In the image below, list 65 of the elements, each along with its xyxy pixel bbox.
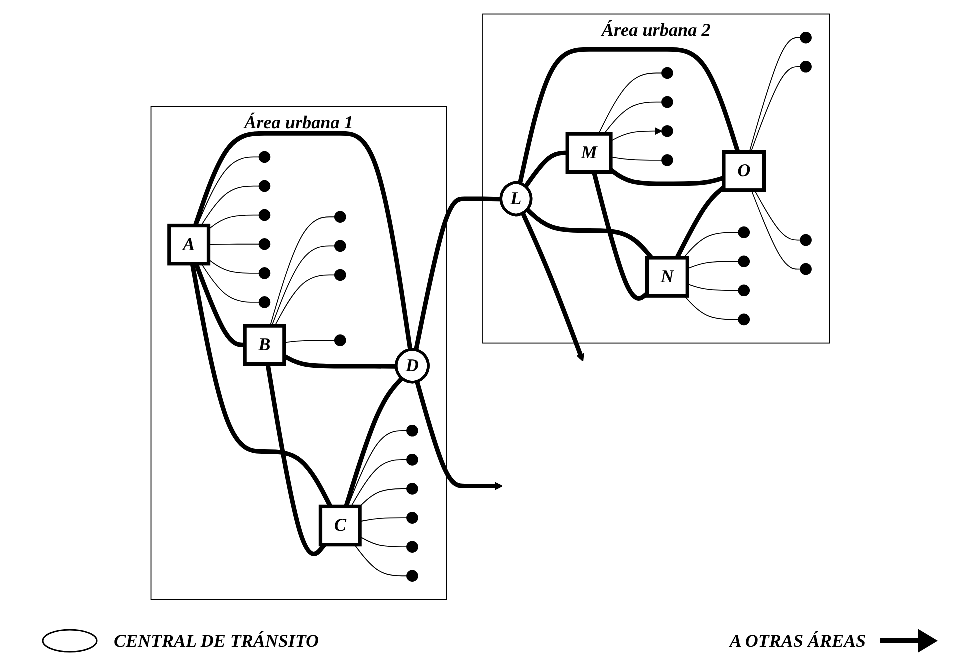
connector-line [750,66,801,152]
node-box: A [167,223,210,266]
node-circle [334,268,346,281]
node-circle [738,313,750,326]
connector-line [523,150,568,188]
connector-line [196,156,260,226]
node-circle [800,60,812,72]
node-circle [258,296,270,308]
connector-line [682,232,739,258]
connector-line [517,46,740,184]
node-circle [406,540,418,552]
node-circle [258,208,270,221]
node-box: N [645,256,689,298]
node-circle [661,124,673,137]
node-circle [661,96,673,108]
connector-line [359,488,407,507]
connector-line [269,216,335,326]
legend-text: A OTRAS ÁREAS [730,630,866,652]
arrow [520,212,584,362]
node-circle [738,226,750,238]
connector-line [754,189,801,240]
connector-line [354,544,407,576]
connector-line [200,185,260,226]
node-circle [406,424,418,436]
node-circle [334,240,346,252]
connector-line [684,295,739,320]
node-circle [406,512,418,524]
connector-line [192,130,412,350]
node-box: M [565,132,612,174]
node-box: B [242,324,286,366]
node-circle [334,334,346,346]
node-circle [406,482,418,494]
legend-text: CENTRAL DE TRÁNSITO [114,630,320,652]
connector-line [284,340,335,343]
node-circle [258,238,270,250]
node-circle [258,267,270,279]
node-circle [661,66,673,79]
connector-line [592,171,648,300]
node-box: O [722,150,766,192]
connector-line [274,274,335,326]
connector-line [350,459,407,507]
node-circle [661,154,673,166]
connector-line [748,36,801,152]
connector-line [413,196,502,350]
arrow [414,380,502,490]
node-circle [334,210,346,223]
connector-line [200,262,260,302]
node-circle [800,31,812,44]
connector-line [265,363,326,556]
node-box: C [318,504,362,546]
connector-line [344,376,404,507]
node-circle [406,454,418,466]
connector-line [603,101,662,134]
node-circle [800,262,812,275]
node-circle [800,234,812,246]
connector-line [598,72,662,134]
node-circle [406,570,418,582]
connector-line [750,189,801,270]
node-circle [258,150,270,163]
connector-line [347,430,407,507]
node-circle [738,284,750,296]
node-circle [738,255,750,268]
connector-line [194,262,245,347]
node-circle [258,180,270,192]
connector-line [271,245,335,326]
